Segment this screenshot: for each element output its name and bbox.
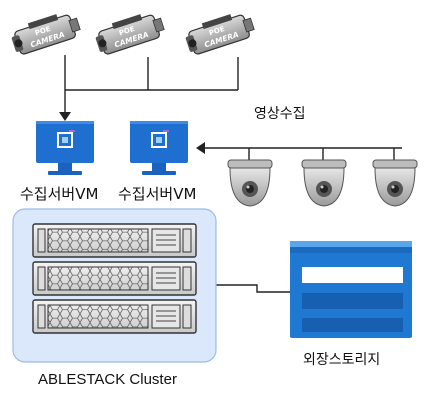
arrow-head-from-domes	[196, 142, 205, 154]
poe-camera-1: POE CAMERA	[11, 14, 81, 55]
server-vm-left-label: 수집서버VM	[20, 185, 99, 203]
dome-camera-3	[372, 159, 418, 207]
dome-camera-2	[301, 159, 347, 207]
server-vm-right-label: 수집서버VM	[118, 185, 197, 203]
external-storage-icon	[290, 241, 412, 338]
arrow-head-to-vm	[59, 112, 71, 121]
external-storage-label: 외장스토리지	[303, 352, 381, 368]
poe-camera-3: POE CAMERA	[185, 14, 255, 55]
server-unit-2	[32, 261, 197, 296]
vm-monitor-right	[130, 121, 188, 175]
poe-camera-2: POE CAMERA	[95, 14, 165, 55]
connector-lines	[64, 55, 402, 293]
server-unit-1	[32, 223, 197, 258]
server-unit-3	[32, 299, 197, 334]
dome-camera-1	[227, 159, 273, 207]
video-capture-label: 영상수집	[254, 106, 306, 122]
vm-monitor-left	[36, 121, 94, 175]
cluster-label: ABLESTACK Cluster	[38, 371, 177, 388]
